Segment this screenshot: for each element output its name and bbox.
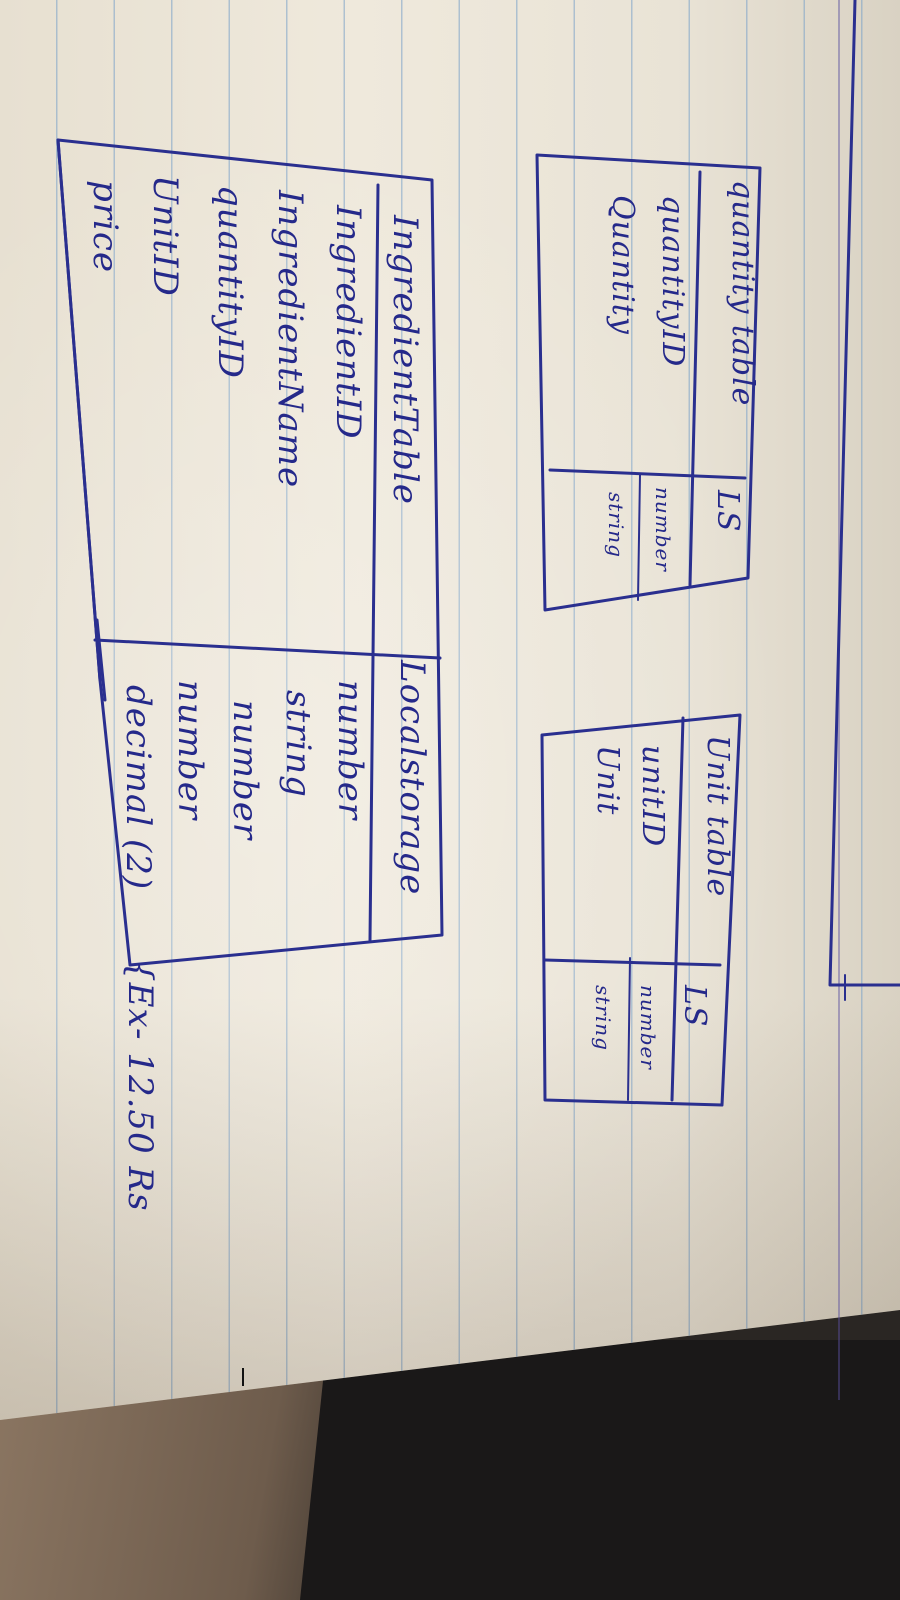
ingredient-type-1: number [330, 680, 370, 821]
unit-table-row-divider [627, 957, 631, 1101]
ingredient-type-2: string [278, 690, 318, 798]
quantity-table-row-divider [637, 474, 641, 601]
ingredient-type-5: decimal (2) [118, 685, 158, 891]
unit-table-column-divider [543, 958, 722, 967]
ingredient-field-4: UnitID [145, 175, 185, 297]
notebook-page [0, 0, 900, 1420]
ingredient-table-column-divider [93, 638, 442, 660]
ingredient-table-title: IngredientTable [385, 215, 425, 505]
unit-table-title: Unit table [700, 735, 735, 898]
page-shading [0, 0, 900, 1420]
ingredient-table-corner-mark [95, 618, 107, 702]
ingredient-field-3: quantityID [210, 185, 250, 379]
unit-table-ls: LS [677, 985, 712, 1028]
quantity-table-ls: LS [710, 490, 745, 533]
partial-box-outline [828, 0, 900, 987]
ingredient-field-2: IngredientName [270, 190, 310, 489]
quantity-table-field-2: Quantity [605, 195, 640, 335]
ingredient-table-title-divider [368, 183, 380, 942]
quantity-table-title: quantity table [725, 180, 760, 407]
pencil-mark [242, 1368, 244, 1386]
ingredient-table-left-edge [56, 138, 102, 682]
quantity-table-outline [535, 153, 762, 612]
quantity-table-column-divider [548, 468, 747, 480]
ingredient-field-5: price [85, 180, 125, 274]
quantity-table-field-1: quantityID [655, 195, 690, 368]
quantity-table-type-2: string [604, 492, 628, 558]
unit-table-outline [540, 713, 742, 1107]
quantity-table-title-divider [688, 170, 702, 587]
unit-table-title-divider [670, 716, 685, 1102]
unit-table-field-1: unitID [635, 745, 670, 848]
page-margin-line [838, 0, 840, 1400]
ingredient-field-1: IngredientID [328, 205, 368, 440]
quantity-table-type-1: number [651, 487, 675, 572]
unit-table-field-2: Unit [590, 745, 625, 816]
ingredient-type-4: number [170, 680, 210, 821]
ingredient-table-storage: Localstorage [392, 660, 432, 896]
ingredient-type-3: number [225, 700, 265, 841]
unit-table-type-1: number [636, 985, 660, 1070]
ingredient-price-note: {Ex- 12.50 Rs [120, 960, 160, 1212]
unit-table-type-2: string [591, 985, 615, 1051]
